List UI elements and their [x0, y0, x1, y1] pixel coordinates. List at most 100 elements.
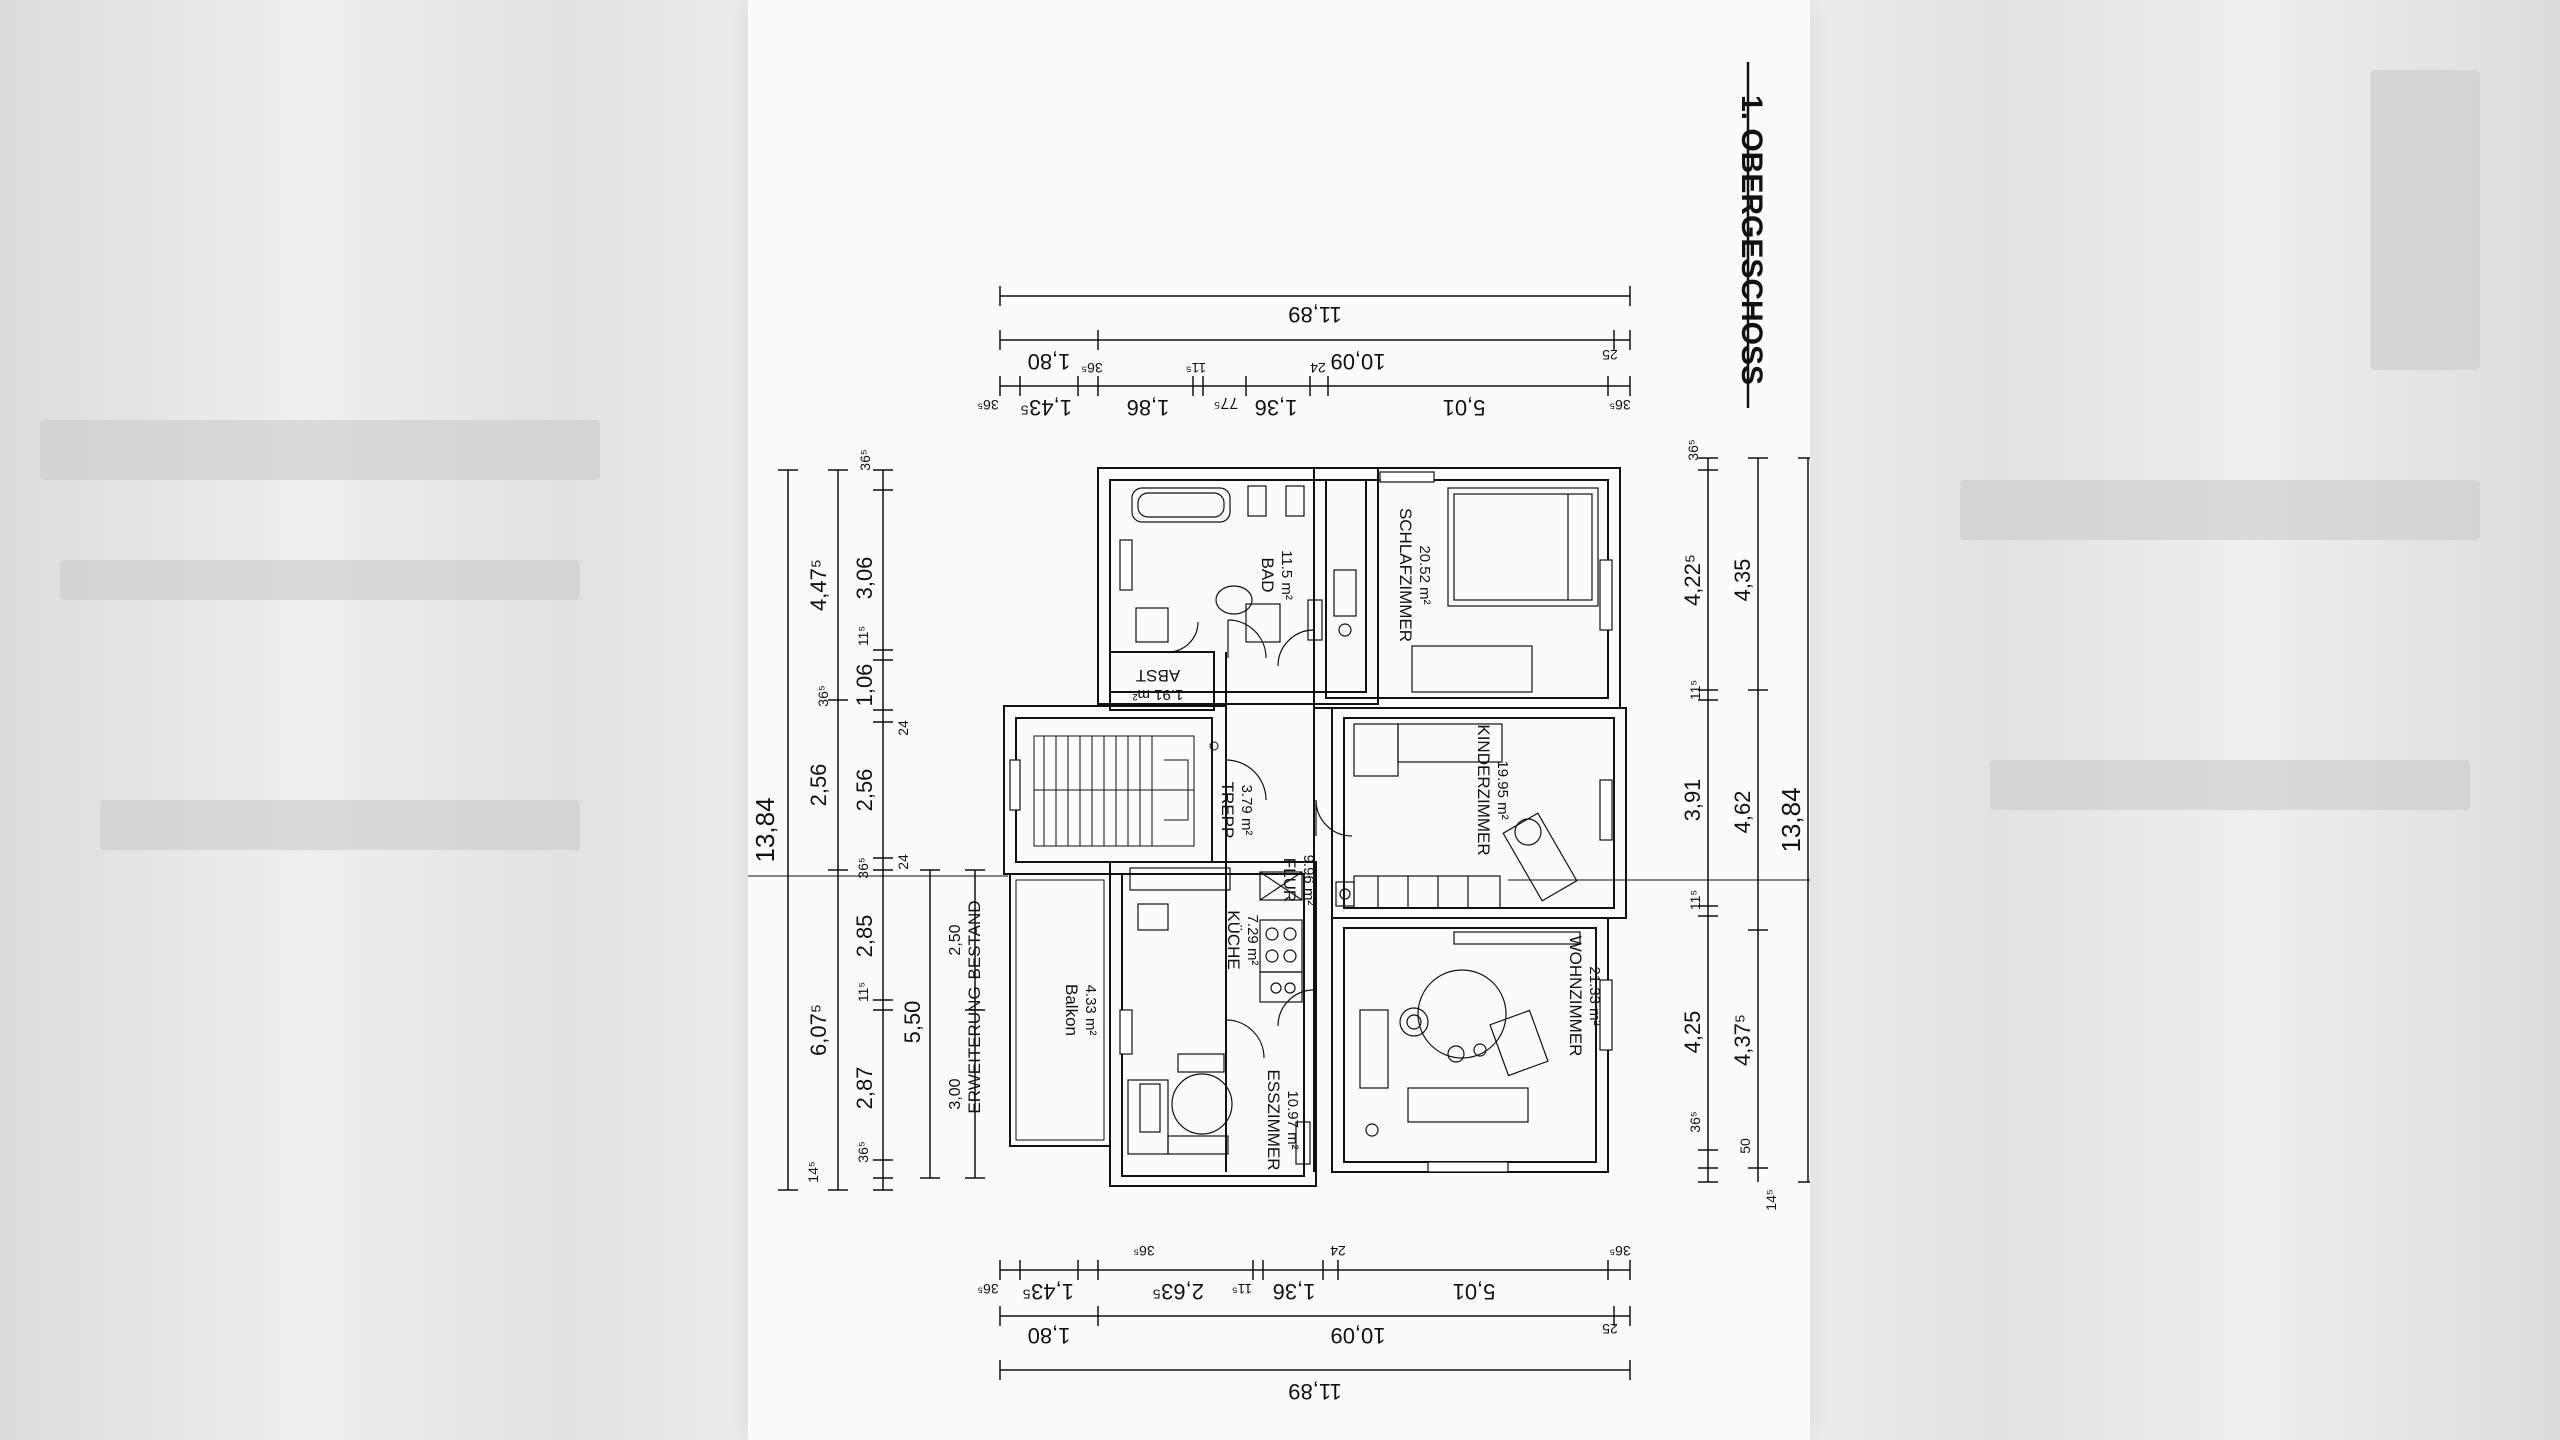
dim-left-e2: 2,50: [947, 924, 964, 955]
room-esszimmer-area: 10.97 m²: [1284, 1090, 1301, 1149]
staircase: [1033, 735, 1219, 847]
floor-plan-sheet: 1. OBERGESCHOSS 11,89 1,80 10,09 25 36⁵ …: [748, 0, 1810, 1440]
room-trepp-name: TREPP: [1218, 782, 1237, 839]
bottom-dimensions: [999, 1260, 1631, 1380]
dim-left-d11: 11⁵: [855, 982, 871, 1002]
dim-bot-2: 10,09: [1330, 1323, 1385, 1348]
room-kueche-name: KÜCHE: [1224, 910, 1243, 970]
dim-top-d10: 36⁵: [1609, 397, 1630, 413]
dim-bot-d4: 2,63⁵: [1152, 1279, 1204, 1304]
dim-bot-d5: 11⁵: [1232, 1281, 1252, 1297]
doors: [1167, 619, 1353, 1059]
dim-right-d2: 4,22⁵: [1680, 554, 1705, 606]
dim-left-d12: 2,87: [852, 1067, 877, 1110]
blurred-mirror-right: [2370, 70, 2480, 370]
blurred-mirror-right-3: [1990, 760, 2470, 810]
dim-left-d13: 36⁵: [855, 1141, 871, 1162]
dim-left-d8: 36⁵: [855, 857, 871, 878]
dim-top-total: 11,89: [1288, 302, 1341, 327]
dim-right-d7: 36⁵: [1687, 1111, 1703, 1132]
dim-left-e3: 3,00: [947, 1078, 964, 1109]
room-wohnzimmer-area: 21.33 m²: [1586, 966, 1603, 1025]
dim-top-d4: 1,86: [1127, 395, 1170, 420]
room-bad-name: BAD: [1258, 558, 1277, 593]
dim-left-d6: 2,56: [852, 769, 877, 812]
windows: [1009, 471, 1613, 1173]
dim-left-c: 2,56: [806, 764, 831, 807]
walls: [1003, 467, 1627, 1187]
dim-top-d9: 5,01: [1443, 395, 1486, 420]
dim-top-3: 25: [1602, 347, 1618, 363]
dim-bot-d8: 5,01: [1453, 1279, 1496, 1304]
blurred-mirror-left-3: [100, 800, 580, 850]
dim-bot-d9: 36⁵: [1609, 1243, 1630, 1259]
dim-right-d4: 3,91: [1680, 779, 1705, 822]
dim-right-d6: 4,25: [1680, 1011, 1705, 1054]
dim-bot-total: 11,89: [1288, 1379, 1341, 1404]
kitchen-fixtures: [1129, 867, 1303, 1003]
dim-right-d3: 11⁵: [1687, 680, 1703, 700]
dim-top-2: 10,09: [1330, 349, 1385, 374]
dim-left-e1: 5,50: [900, 1001, 925, 1044]
left-dimensions: [748, 469, 1008, 1191]
top-dimensions: [999, 286, 1631, 396]
label-bestand: BESTAND: [965, 900, 984, 979]
dim-right-c: 4,37⁵: [1730, 1014, 1755, 1066]
room-kinderzimmer-area: 19.95 m²: [1494, 760, 1511, 819]
dim-left-d3: 11⁵: [855, 626, 871, 646]
dim-top-d1: 36⁵: [977, 397, 998, 413]
dim-left-b: 6,07⁵: [806, 1004, 831, 1056]
dim-top-d6: 77⁵: [1214, 394, 1238, 411]
dim-right-d1: 36⁵: [1685, 439, 1701, 460]
room-esszimmer-name: ESSZIMMER: [1264, 1069, 1283, 1170]
blurred-mirror-left-2: [60, 560, 580, 600]
right-dimensions: [1508, 457, 1810, 1183]
dining-furniture: [1127, 1053, 1311, 1165]
dim-right-d5: 11⁵: [1687, 890, 1703, 910]
bedroom-furniture: [1333, 487, 1599, 693]
dim-right-d9: 14⁵: [1763, 1189, 1779, 1210]
dim-left-d9: 24: [895, 854, 911, 870]
room-wohnzimmer-name: WOHNZIMMER: [1566, 936, 1585, 1057]
room-abst-name: ABST: [1136, 666, 1180, 685]
dim-top-d5: 11⁵: [1186, 360, 1206, 376]
dim-bot-d6: 1,36: [1273, 1279, 1316, 1304]
dim-left-d14: 14⁵: [805, 1161, 821, 1182]
dim-right-d8: 50: [1737, 1138, 1753, 1154]
dim-top-d8: 24: [1310, 360, 1326, 376]
blurred-mirror-right-2: [1960, 480, 2480, 540]
room-flur-area: 9.96 m²: [1300, 855, 1317, 906]
room-kueche-area: 7.29 m²: [1244, 915, 1261, 966]
room-bad-area: 11.5 m²: [1278, 550, 1295, 600]
dim-left-d5: 36⁵: [815, 685, 831, 706]
dim-top-d3: 36⁵: [1081, 360, 1102, 376]
dim-top-d7: 1,36: [1255, 395, 1298, 420]
room-kinderzimmer-name: KINDERZIMMER: [1474, 724, 1493, 855]
dim-bot-3: 25: [1602, 1321, 1618, 1337]
room-trepp-area: 3.79 m²: [1238, 785, 1255, 836]
room-abst-area: 1.91 m²: [1133, 686, 1184, 703]
room-balkon-area: 4.33 m²: [1082, 985, 1099, 1036]
dim-left-d7: 24: [895, 720, 911, 736]
dim-left-d2: 3,06: [852, 557, 877, 600]
dim-top-1: 1,80: [1028, 349, 1071, 374]
blurred-mirror-left: [40, 420, 600, 480]
plan-title: 1. OBERGESCHOSS: [1735, 95, 1768, 385]
dim-top-d2: 1,43⁵: [1020, 395, 1072, 420]
dim-bot-d3: 36⁵: [1133, 1243, 1154, 1259]
dim-bot-d1: 36⁵: [977, 1281, 998, 1297]
dim-left-d1: 36⁵: [857, 449, 873, 470]
room-flur-name: FLUR: [1280, 858, 1299, 902]
dim-left-total: 13,84: [750, 797, 780, 862]
room-balkon-name: Balkon: [1062, 984, 1081, 1036]
room-schlafzimmer-name: SCHLAFZIMMER: [1396, 508, 1415, 642]
room-schlafzimmer-area: 20.52 m²: [1416, 545, 1433, 604]
dim-bot-1: 1,80: [1028, 1323, 1071, 1348]
dim-left-a: 4,47⁵: [806, 559, 831, 611]
dim-right-a: 4,35: [1730, 559, 1755, 602]
dim-left-d4: 1,06: [852, 664, 877, 707]
label-erweiterung: ERWEITERUNG: [965, 986, 984, 1113]
bathroom-fixtures: [1131, 485, 1323, 643]
dim-left-d10: 2,85: [852, 915, 877, 958]
dim-bot-d7: 24: [1330, 1243, 1346, 1259]
